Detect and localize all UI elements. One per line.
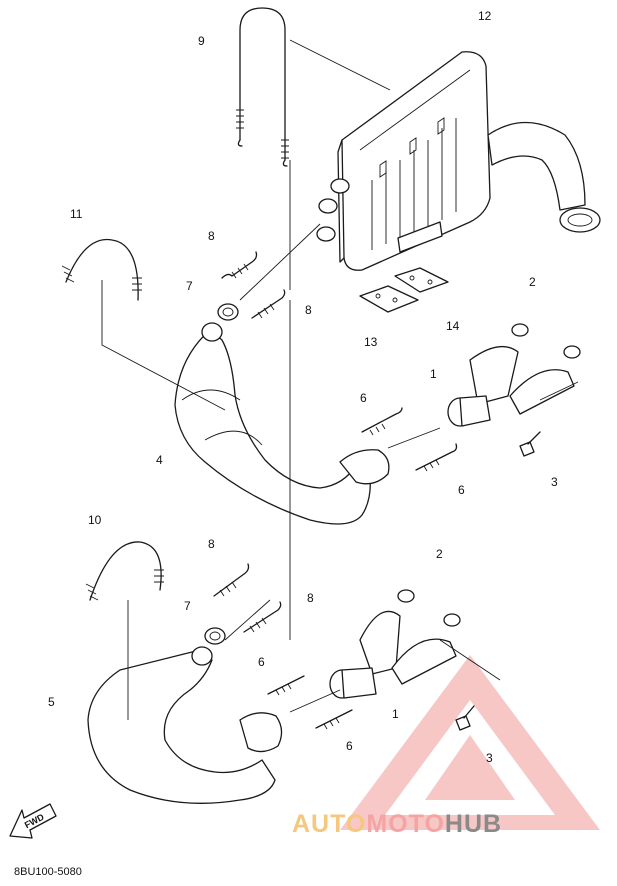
- callout-6: 6: [346, 739, 353, 753]
- callout-10: 10: [88, 513, 102, 527]
- callout-8: 8: [208, 229, 215, 243]
- watermark-logo-icon: [340, 655, 600, 830]
- silencer-part-12: [316, 51, 601, 271]
- watermark-part-moto: MOTO: [366, 810, 445, 838]
- callout-6: 6: [258, 655, 265, 669]
- callout-14: 14: [446, 319, 460, 333]
- exhaust-pipe-part-4: [174, 322, 390, 525]
- washer-part-2-b: [563, 345, 581, 359]
- leader-lines-lower: [127, 599, 501, 720]
- callout-13: 13: [364, 335, 378, 349]
- bracket-part-14: [394, 267, 449, 293]
- joint-part-1-lower: [329, 610, 457, 699]
- spring-part-8-upper: [221, 251, 286, 319]
- callout-9: 9: [198, 34, 205, 48]
- callout-12: 12: [478, 9, 492, 23]
- watermark-text: AUTOMOTOHUB: [292, 810, 502, 839]
- gasket-part-7-upper: [217, 303, 239, 321]
- spring-part-9: [236, 7, 289, 167]
- watermark-part-auto: AUTO: [292, 810, 367, 838]
- washer-part-2-c: [397, 589, 415, 603]
- callout-8: 8: [208, 537, 215, 551]
- spring-part-6-lower: [267, 675, 353, 730]
- spring-part-8-lower: [213, 563, 282, 633]
- callout-7: 7: [184, 599, 191, 613]
- spring-part-11: [61, 238, 142, 301]
- callout-8: 8: [307, 591, 314, 605]
- callout-1: 1: [392, 707, 399, 721]
- leader-lines-upper: [101, 39, 579, 449]
- callout-1: 1: [430, 367, 437, 381]
- bolt-part-3-lower: [455, 705, 475, 731]
- callout-3: 3: [486, 751, 493, 765]
- callout-7: 7: [186, 279, 193, 293]
- spring-part-6-upper: [361, 407, 458, 472]
- gasket-part-7-lower: [204, 627, 226, 645]
- fwd-arrow-icon: [9, 803, 57, 839]
- callout-2: 2: [436, 547, 443, 561]
- callout-5: 5: [48, 695, 55, 709]
- callout-11: 11: [70, 207, 83, 221]
- watermark-part-hub: HUB: [444, 810, 503, 838]
- washer-part-2-d: [443, 613, 461, 627]
- washer-part-2-a: [511, 323, 529, 337]
- bracket-part-13: [359, 285, 419, 313]
- spring-part-10: [85, 541, 164, 601]
- exhaust-pipe-part-5: [87, 646, 283, 804]
- joint-part-1-upper: [447, 345, 575, 427]
- callout-2: 2: [529, 275, 536, 289]
- callout-8: 8: [305, 303, 312, 317]
- callout-6: 6: [458, 483, 465, 497]
- bolt-part-3-upper: [519, 431, 541, 457]
- callout-3: 3: [551, 475, 558, 489]
- callout-4: 4: [156, 453, 163, 467]
- diagram-code: 8BU100-5080: [14, 866, 82, 878]
- callout-6: 6: [360, 391, 367, 405]
